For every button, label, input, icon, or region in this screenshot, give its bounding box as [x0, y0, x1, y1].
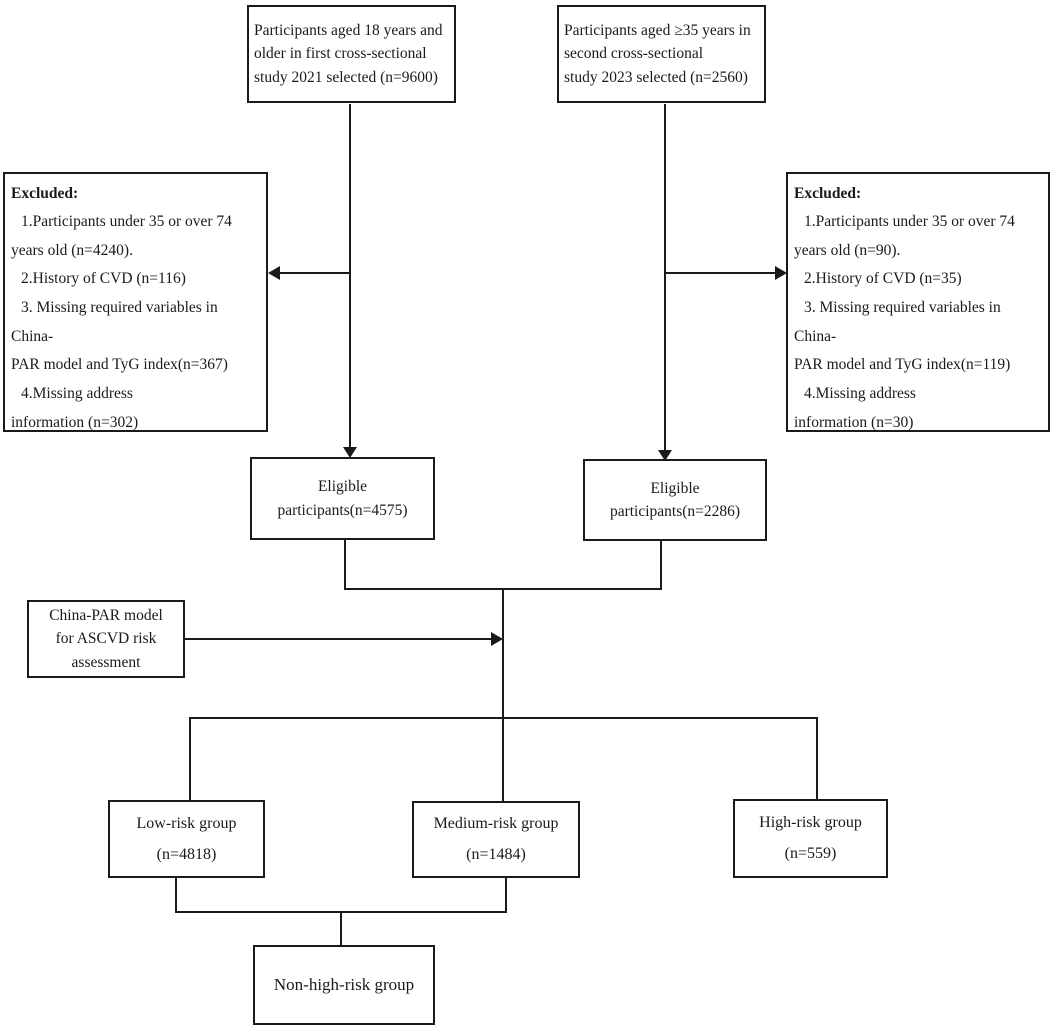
arrowhead-assessment-icon	[491, 632, 503, 646]
eligible-box-left: Eligible participants(n=4575)	[250, 457, 435, 540]
low-risk-count: (n=4818)	[156, 845, 217, 863]
arrowhead-down-right-eligible-icon	[658, 450, 672, 461]
group-box-medium-risk: Medium-risk group (n=1484)	[412, 801, 580, 878]
excluded-box-right: Excluded: 1.Participants under 35 or ove…	[786, 172, 1050, 432]
assessment-box-china-par: China-PAR model for ASCVD risk assessmen…	[27, 600, 185, 678]
excluded-right-item-1: 1.Participants under 35 or over 74 years…	[794, 212, 1015, 259]
excluded-left-item-2: 2.History of CVD (n=116)	[21, 270, 186, 288]
group-box-high-risk: High-risk group (n=559)	[733, 799, 888, 878]
arrowhead-right-excluded-icon	[775, 266, 787, 280]
arrowhead-left-excluded-icon	[268, 266, 280, 280]
source-box-first-study: Participants aged 18 years and older in …	[247, 5, 456, 103]
excluded-left-item-3: 3. Missing required variables in China- …	[11, 298, 228, 374]
excluded-right-item-4: 4.Missing address information (n=30)	[794, 384, 916, 431]
excluded-left-item-1: 1.Participants under 35 or over 74 years…	[11, 212, 232, 259]
group-box-low-risk: Low-risk group (n=4818)	[108, 800, 265, 878]
eligible-box-right: Eligible participants(n=2286)	[583, 459, 767, 541]
group-box-non-high-risk: Non-high-risk group	[253, 945, 435, 1025]
connector-risk-branch	[189, 717, 818, 801]
excluded-box-left: Excluded: 1.Participants under 35 or ove…	[3, 172, 268, 432]
excluded-left-item-4: 4.Missing address information (n=302)	[11, 384, 139, 431]
arrowheads	[268, 266, 787, 646]
connector-eligible-merge	[344, 540, 662, 590]
source-box-second-study: Participants aged ≥35 years in second cr…	[557, 5, 766, 103]
excluded-left-title: Excluded:	[11, 185, 79, 202]
excluded-right-title: Excluded:	[794, 185, 862, 202]
medium-risk-label: Medium-risk group	[433, 815, 559, 833]
low-risk-label: Low-risk group	[136, 814, 237, 832]
medium-risk-count: (n=1484)	[466, 846, 526, 863]
high-risk-count: (n=559)	[784, 845, 837, 862]
arrowhead-down-left-eligible-icon	[343, 447, 357, 458]
excluded-right-item-2: 2.History of CVD (n=35)	[804, 270, 962, 288]
excluded-right-item-3: 3. Missing required variables in China- …	[794, 298, 1011, 374]
connector-bottom-merge	[175, 878, 507, 913]
high-risk-label: High-risk group	[759, 814, 862, 832]
